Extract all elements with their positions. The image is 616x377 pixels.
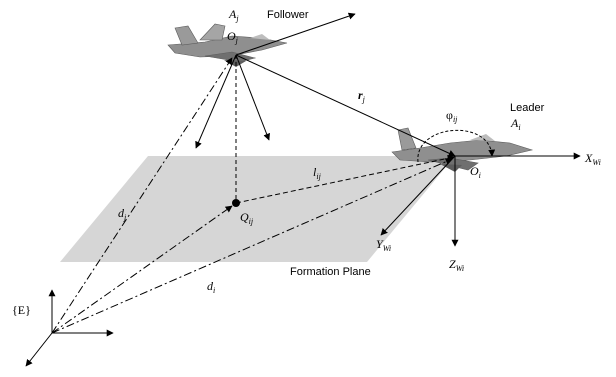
e-to-q-line (51, 205, 233, 334)
phi-ij-arc (417, 129, 496, 163)
r-j-label: rj (358, 88, 366, 104)
leader-label: Leader (510, 102, 545, 114)
e-frame-label: {E} (12, 303, 31, 317)
d-i-label: di (207, 279, 215, 295)
e-frame-y-axis (25, 332, 53, 367)
a-i-label: Ai (510, 116, 521, 132)
q-ij-label: Qij (240, 210, 254, 226)
formation-plane (60, 156, 455, 262)
y-wi-label: YWi (376, 237, 391, 253)
follower-down-arrow-2 (235, 54, 270, 141)
phi-ij-label: φij (446, 108, 458, 124)
z-wi-label: ZWi (449, 257, 464, 273)
formation-plane-label: Formation Plane (290, 266, 371, 278)
o-i-label: Oi (470, 164, 481, 180)
d-j-label: dj (118, 206, 127, 222)
x-wi-label: XWi (584, 151, 601, 167)
follower-velocity-arrow (235, 12, 356, 56)
d-j-line (51, 57, 233, 334)
d-i-line (51, 158, 453, 334)
follower-aircraft-icon (167, 23, 288, 67)
l-ij-line (235, 154, 455, 204)
y-wi-axis (380, 155, 456, 236)
follower-down-arrow-1 (195, 54, 237, 149)
o-j-label: Oj (227, 29, 239, 45)
l-ij-label: lij (313, 165, 322, 181)
a-j-label: Aj (228, 7, 239, 23)
follower-label: Follower (267, 9, 309, 21)
r-j-vector (235, 54, 456, 157)
